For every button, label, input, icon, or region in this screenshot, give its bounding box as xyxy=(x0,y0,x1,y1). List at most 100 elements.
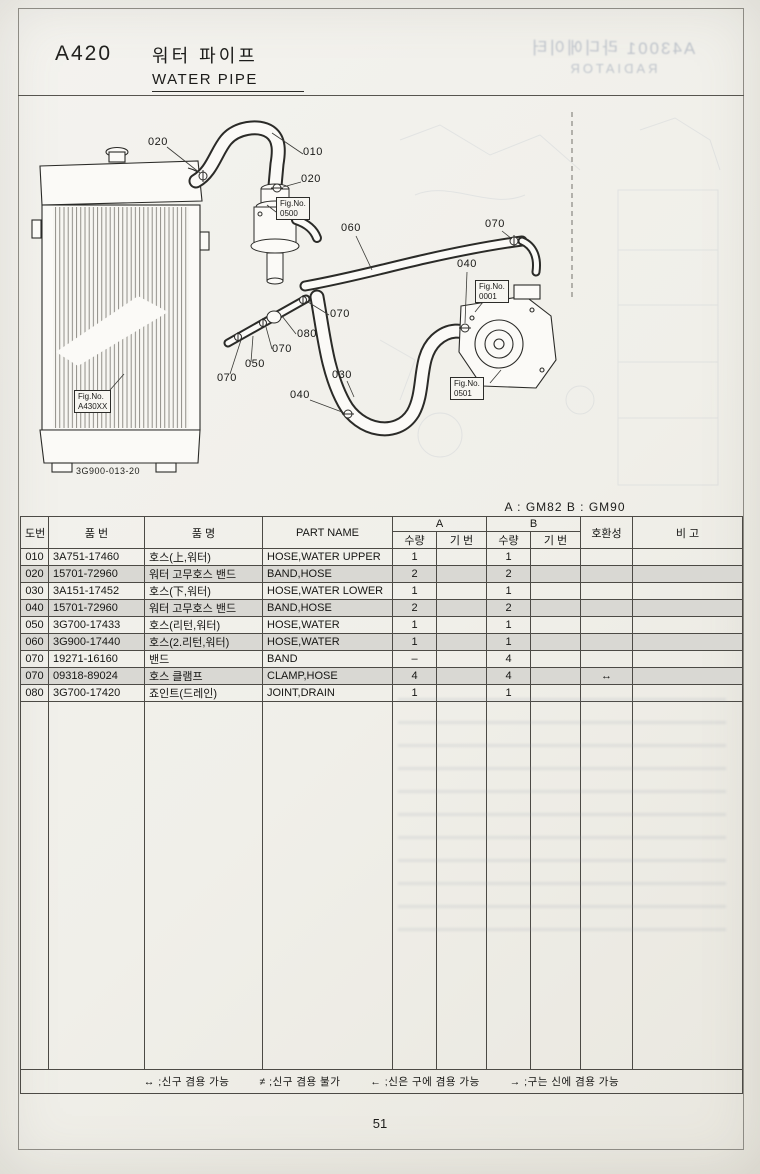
fig-ref-0501: Fig.No. 0501 xyxy=(450,377,484,401)
a-serial-cell xyxy=(436,599,487,617)
part-number-cell: 3G700-17433 xyxy=(48,616,145,634)
compat-cell xyxy=(580,565,633,583)
callout-040: 040 xyxy=(457,258,477,270)
legend-item-old-to-new: → ;구는 신에 겸용 가능 xyxy=(509,1076,620,1088)
col-header-part-name-en: PART NAME xyxy=(262,516,393,549)
part-name-kr-cell: 호스(2.리턴,워터) xyxy=(144,633,263,651)
b-serial-cell xyxy=(530,616,581,634)
part-number-cell: 09318-89024 xyxy=(48,667,145,685)
callout-020: 020 xyxy=(301,173,321,185)
bleedthrough-line2: RADIATOR xyxy=(567,61,658,76)
col-header-b-serial: 기 번 xyxy=(530,531,581,549)
compat-cell xyxy=(580,650,633,668)
col-header-compat: 호환성 xyxy=(580,516,633,549)
bleedthrough-title: A43001 라디에이터 RADIATOR xyxy=(505,34,720,76)
remarks-cell xyxy=(632,599,743,617)
drain-joint-080 xyxy=(266,310,282,324)
a-qty-cell: – xyxy=(392,650,437,668)
part-name-kr-cell: 밴드 xyxy=(144,650,263,668)
remarks-cell xyxy=(632,633,743,651)
compat-cell xyxy=(580,616,633,634)
a-serial-cell xyxy=(436,667,487,685)
b-serial-cell xyxy=(530,582,581,600)
fig-prefix: Fig.No. xyxy=(454,379,480,388)
hose-lower-030 xyxy=(309,289,479,437)
filler-cell xyxy=(530,701,581,1070)
col-header-group-b: B xyxy=(486,516,581,532)
header-divider xyxy=(18,95,744,96)
compat-cell: ↔ xyxy=(580,667,633,685)
b-serial-cell xyxy=(530,565,581,583)
part-name-en-cell: HOSE,WATER UPPER xyxy=(262,548,393,566)
part-name-kr-cell: 호스(下,워터) xyxy=(144,582,263,600)
callout-080: 080 xyxy=(297,328,317,340)
part-number-cell: 3G700-17420 xyxy=(48,684,145,702)
page-number: 51 xyxy=(372,1116,388,1131)
a-serial-cell xyxy=(436,565,487,583)
a-serial-cell xyxy=(436,633,487,651)
fig-prefix: Fig.No. xyxy=(479,282,505,291)
filler-cell xyxy=(632,701,743,1070)
fig-ref-a430: Fig.No. A430XX xyxy=(74,390,112,414)
part-name-en-cell: JOINT,DRAIN xyxy=(262,684,393,702)
part-name-en-cell: HOSE,WATER LOWER xyxy=(262,582,393,600)
legend-cell: ↔ ;신구 겸용 가능 ≠ ;신구 겸용 불가 ← ;신은 구에 겸용 가능 →… xyxy=(20,1069,743,1094)
callout-070: 070 xyxy=(485,218,505,230)
a-qty-cell: 1 xyxy=(392,582,437,600)
drawing-number: 3G900-013-20 xyxy=(76,466,141,476)
b-serial-cell xyxy=(530,599,581,617)
b-qty-cell: 4 xyxy=(486,650,531,668)
a-qty-cell: 1 xyxy=(392,616,437,634)
ref-cell: 030 xyxy=(20,582,49,600)
col-header-a-serial: 기 번 xyxy=(436,531,487,549)
filler-cell xyxy=(262,701,393,1070)
fig-number: A430XX xyxy=(78,401,108,411)
b-qty-cell: 1 xyxy=(486,582,531,600)
part-name-kr-cell: 죠인트(드레인) xyxy=(144,684,263,702)
b-qty-cell: 1 xyxy=(486,633,531,651)
page-header: A420 워터 파이프 WATER PIPE xyxy=(55,42,305,92)
col-header-part-name-kr: 품 명 xyxy=(144,516,263,549)
section-code: A420 xyxy=(55,42,113,65)
thermostat-outlet-pipe xyxy=(291,215,322,243)
ref-cell: 040 xyxy=(20,599,49,617)
water-pump-drawing xyxy=(458,284,557,389)
table-filler-row xyxy=(20,701,743,1070)
fig-number: 0001 xyxy=(479,291,497,301)
compat-cell xyxy=(580,633,633,651)
col-header-part-number: 품 번 xyxy=(48,516,145,549)
ref-cell: 020 xyxy=(20,565,49,583)
filler-cell xyxy=(48,701,145,1070)
b-serial-cell xyxy=(530,650,581,668)
legend-item-new-to-old: ← ;신은 구에 겸용 가능 xyxy=(370,1076,480,1088)
part-name-en-cell: HOSE,WATER xyxy=(262,633,393,651)
fig-number: 0500 xyxy=(280,208,298,218)
a-qty-cell: 1 xyxy=(392,548,437,566)
part-name-kr-cell: 호스(上,워터) xyxy=(144,548,263,566)
part-number-cell: 15701-72960 xyxy=(48,599,145,617)
compat-cell xyxy=(580,548,633,566)
filler-cell xyxy=(20,701,49,1070)
a-serial-cell xyxy=(436,582,487,600)
b-qty-cell: 2 xyxy=(486,565,531,583)
variant-note: A : GM82 B : GM90 xyxy=(504,500,626,514)
callout-030: 030 xyxy=(332,369,352,381)
b-qty-cell: 1 xyxy=(486,548,531,566)
compat-cell xyxy=(580,599,633,617)
hose-upper-010 xyxy=(188,120,286,194)
fig-prefix: Fig.No. xyxy=(280,199,306,208)
exploded-diagram: 020 010 020 060 070 040 070 080 070 050 … xyxy=(20,100,740,504)
a-qty-cell: 1 xyxy=(392,633,437,651)
part-name-en-cell: BAND xyxy=(262,650,393,668)
bleedthrough-rows xyxy=(398,698,726,946)
col-header-b-qty: 수량 xyxy=(486,531,531,549)
fig-prefix: Fig.No. xyxy=(78,392,104,401)
part-number-cell: 3A751-17460 xyxy=(48,548,145,566)
b-qty-cell: 4 xyxy=(486,667,531,685)
title-korean: 워터 파이프 xyxy=(152,46,258,66)
